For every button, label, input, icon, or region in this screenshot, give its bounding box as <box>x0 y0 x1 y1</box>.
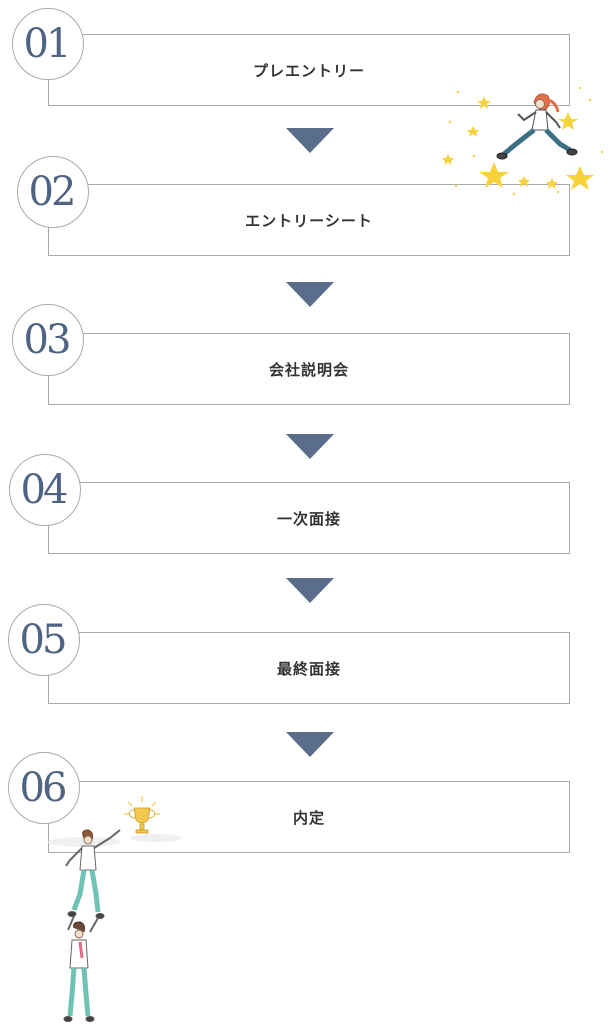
step-box-01: プレエントリー <box>48 34 570 106</box>
step-number-06: 06 <box>19 765 68 811</box>
triangle-down-icon <box>286 732 334 757</box>
step-circle-03: 03 <box>12 304 84 376</box>
step-number-05: 05 <box>19 617 68 663</box>
step-box-03: 会社説明会 <box>48 333 570 405</box>
step-number-02: 02 <box>28 169 77 215</box>
step-circle-05: 05 <box>8 604 80 676</box>
step-number-03: 03 <box>23 317 72 363</box>
step-label-01: プレエントリー <box>252 61 365 80</box>
step-circle-04: 04 <box>9 454 81 526</box>
step-label-04: 一次面接 <box>276 509 341 528</box>
step-circle-06: 06 <box>8 752 80 824</box>
star-icon <box>566 166 594 190</box>
star-icon <box>442 154 454 165</box>
star-icon <box>477 96 491 109</box>
step-box-04: 一次面接 <box>48 482 570 554</box>
trophy-icon <box>129 807 155 834</box>
step-box-02: エントリーシート <box>48 184 570 256</box>
climbing-people-illustration <box>48 796 182 1022</box>
triangle-down-icon <box>286 282 334 307</box>
step-box-06: 内定 <box>48 781 570 853</box>
step-circle-02: 02 <box>17 156 89 228</box>
triangle-down-icon <box>286 128 334 153</box>
jumping-woman-illustration <box>442 86 604 196</box>
step-number-04: 04 <box>20 467 69 513</box>
step-label-06: 内定 <box>292 808 325 827</box>
step-number-01: 01 <box>23 21 72 67</box>
step-label-02: エントリーシート <box>245 211 373 230</box>
star-icon <box>558 112 578 130</box>
triangle-down-icon <box>286 578 334 603</box>
star-icon <box>479 162 509 188</box>
step-label-05: 最終面接 <box>276 659 341 678</box>
step-circle-01: 01 <box>12 8 84 80</box>
star-icon <box>467 126 479 137</box>
step-label-03: 会社説明会 <box>268 360 349 379</box>
star-icon <box>546 178 558 189</box>
step-box-05: 最終面接 <box>48 632 570 704</box>
star-icon <box>518 176 530 187</box>
trophy-rays-icon <box>124 796 160 815</box>
triangle-down-icon <box>286 434 334 459</box>
